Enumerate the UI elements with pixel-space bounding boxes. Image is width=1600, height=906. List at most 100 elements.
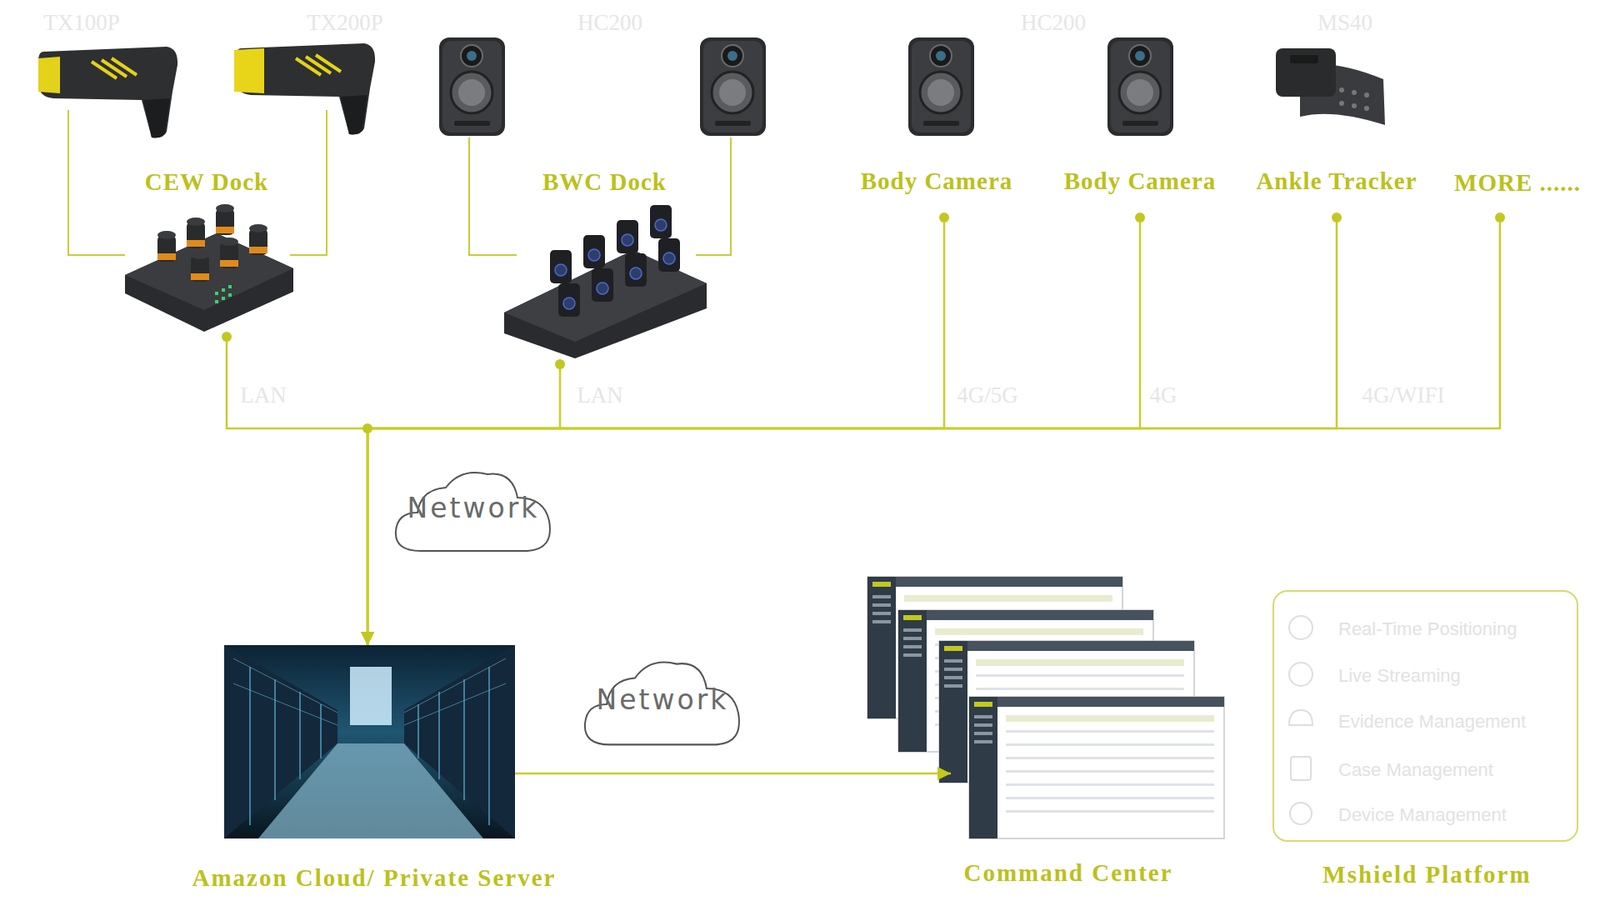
device-node: BWC Dock — [500, 166, 710, 365]
link-label: LAN — [475, 380, 725, 410]
taser-wire — [469, 137, 517, 255]
cew-dock-illustration — [186, 217, 205, 249]
platform-icon — [1289, 710, 1313, 725]
device-label: Body Camera — [1052, 165, 1228, 196]
cew-dock-illustration — [215, 204, 235, 235]
taser-illustration — [295, 55, 341, 75]
taser-illustration — [234, 48, 265, 94]
connector — [367, 217, 1500, 645]
model-label: TX100P — [0, 7, 207, 38]
bwc-dock-illustration — [658, 238, 680, 272]
system-node: Amazon Cloud/ Private Server — [224, 645, 515, 839]
junction-dot — [939, 212, 950, 223]
screen-illustration — [969, 696, 1225, 839]
camera-illustration — [700, 37, 766, 136]
bwc-dock-illustration — [650, 205, 672, 239]
network-cloud: Network — [387, 464, 560, 561]
cew-dock-illustration — [220, 237, 239, 269]
device-node: MORE ...... — [1438, 167, 1597, 218]
network-label: Network — [387, 491, 560, 525]
cew-dock-illustration — [215, 300, 219, 304]
taser-illustration — [38, 56, 60, 94]
taser-illustration — [38, 46, 178, 138]
device-node: Body Camera — [1052, 165, 1228, 218]
platform-icon — [1290, 756, 1311, 780]
server-room-photo — [350, 666, 392, 725]
platform-box: Mshield PlatformReal-Time PositioningLiv… — [1272, 590, 1579, 842]
cew-dock-illustration — [190, 250, 210, 282]
node-label: Amazon Cloud/ Private Server — [124, 862, 625, 893]
cew-dock-illustration — [221, 296, 225, 300]
taser-wire — [695, 137, 731, 255]
ankle-tracker-illustration — [1339, 100, 1345, 106]
bwc-dock-illustration — [504, 205, 707, 359]
ankle-tracker-illustration — [1364, 105, 1370, 111]
bwc-dock-illustration — [616, 220, 639, 254]
server-room-photo — [224, 645, 515, 839]
cew-dock-illustration — [221, 288, 225, 292]
junction-dot — [1495, 212, 1505, 223]
ankle-tracker-illustration — [1290, 55, 1319, 64]
link-label: 4G — [1038, 380, 1289, 410]
bwc-dock-illustration — [550, 250, 572, 284]
cew-dock-illustration — [249, 224, 268, 255]
junction-dot — [555, 359, 565, 370]
cew-dock-illustration — [125, 204, 294, 332]
model-label: MS40 — [1220, 7, 1470, 38]
model-label: HC200 — [485, 7, 735, 38]
cew-dock-illustration — [228, 285, 232, 289]
taser-illustration — [234, 43, 375, 135]
server-room-photo — [233, 658, 506, 725]
device-node: Body Camera — [849, 165, 1025, 218]
system-node: Command Center — [950, 576, 1225, 842]
junction-dot — [1135, 212, 1145, 223]
network-label: Network — [576, 683, 749, 716]
server-room-photo — [250, 666, 490, 825]
model-label: HC200 — [928, 7, 1179, 38]
ankle-tracker-illustration — [1351, 103, 1357, 109]
junction-dot — [221, 212, 1505, 434]
camera-illustration — [439, 37, 505, 136]
taser-illustration — [38, 46, 178, 138]
taser-illustration — [143, 98, 170, 138]
model-label: TX200P — [220, 7, 470, 38]
platform-feature: Live Streaming — [1338, 663, 1461, 689]
ankle-tracker-illustration — [1339, 87, 1345, 93]
platform-feature: Real-Time Positioning — [1338, 616, 1517, 642]
device-node: CEW Dock — [117, 166, 296, 337]
bwc-dock-illustration — [625, 253, 647, 287]
device-label: Ankle Tracker — [1249, 165, 1425, 196]
device-label: BWC Dock — [500, 166, 710, 197]
connector — [367, 364, 560, 645]
camera-illustration — [1107, 37, 1174, 136]
link-label: 4G/WIFI — [1278, 380, 1529, 410]
bwc-dock-illustration — [591, 268, 614, 302]
platform-icon — [1290, 802, 1312, 825]
platform-feature: Device Management — [1338, 802, 1507, 828]
taser-illustration — [340, 95, 368, 135]
cew-dock-illustration — [125, 233, 294, 332]
platform-feature: Evidence Management — [1338, 709, 1526, 735]
cew-dock-illustration — [125, 233, 294, 310]
junction-dot — [1331, 212, 1342, 223]
ankle-tracker-illustration — [1351, 90, 1357, 95]
node-label: Command Center — [901, 857, 1235, 888]
taser-illustration — [91, 58, 137, 79]
connector — [515, 772, 951, 775]
ankle-tracker-illustration — [1275, 48, 1336, 97]
bwc-dock-illustration — [558, 283, 580, 317]
network-cloud: Network — [576, 653, 749, 755]
bwc-dock-illustration — [583, 235, 605, 269]
camera-illustration — [908, 37, 975, 136]
link-label: 4G/5G — [862, 380, 1113, 410]
junction-dot — [362, 423, 373, 434]
platform-feature: Case Management — [1338, 757, 1494, 783]
server-room-photo — [258, 743, 484, 839]
taser-wire — [290, 110, 327, 255]
platform-icon — [1289, 662, 1313, 686]
device-label: MORE ...... — [1438, 167, 1597, 198]
connector-layer — [226, 217, 1500, 774]
connector — [367, 217, 945, 645]
device-label: CEW Dock — [117, 166, 296, 197]
connector — [367, 217, 1337, 645]
